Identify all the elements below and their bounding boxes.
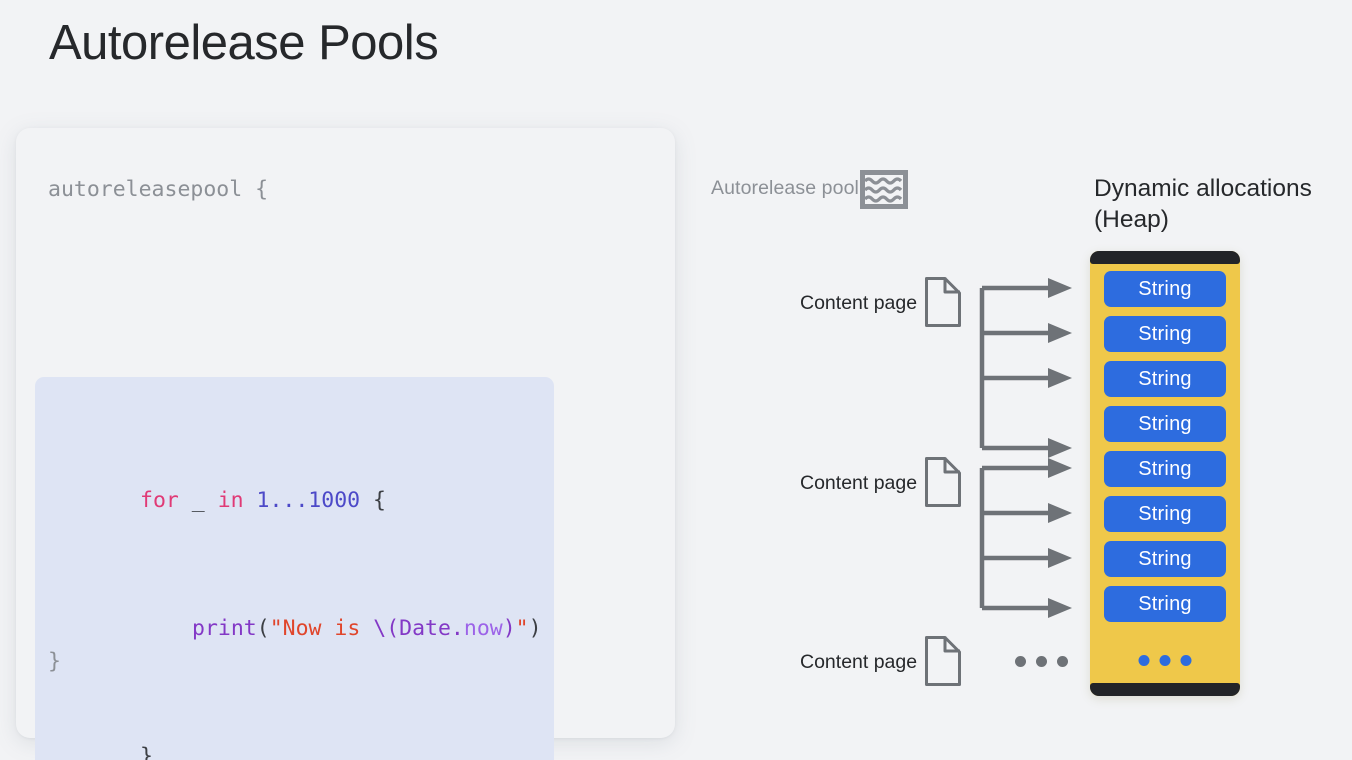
token-paren-close: ) <box>528 616 542 641</box>
heap-chip-string[interactable]: String <box>1104 451 1226 487</box>
ellipsis-dot <box>1036 656 1047 667</box>
token-wildcard: _ <box>178 488 218 513</box>
code-line-for-close: } <box>35 741 554 760</box>
code-line-autoreleasepool-close: } <box>48 649 61 674</box>
heap-chip-string[interactable]: String <box>1104 316 1226 352</box>
ellipsis-dot <box>1015 656 1026 667</box>
token-space-1 <box>244 488 257 513</box>
heap-chip-string[interactable]: String <box>1104 271 1226 307</box>
token-keyword-in: in <box>217 488 244 513</box>
content-page-label-1: Content page <box>800 292 918 314</box>
heap-chip-string[interactable]: String <box>1104 496 1226 532</box>
page-title: Autorelease Pools <box>49 16 439 70</box>
heap-allocations-list: String String String String String Strin… <box>1090 265 1240 631</box>
heap-cap-top <box>1090 251 1240 264</box>
content-page-label-3: Content page <box>800 651 918 673</box>
heap-chip-string[interactable]: String <box>1104 541 1226 577</box>
heap-title-line-2: (Heap) <box>1094 206 1169 234</box>
content-page-label-2: Content page <box>800 472 918 494</box>
heap-dot <box>1138 655 1150 666</box>
document-icon-2 <box>923 456 963 508</box>
allocation-arrows <box>960 255 1100 635</box>
document-icon-1 <box>923 276 963 328</box>
heap-title-line-1: Dynamic allocations <box>1094 175 1312 202</box>
token-string-start: "Now is <box>269 616 374 641</box>
heap-dot <box>1180 655 1192 666</box>
code-line-print: print("Now is \(Date.now)") <box>35 613 554 645</box>
heap-chip-string[interactable]: String <box>1104 406 1226 442</box>
token-print: print <box>192 616 257 641</box>
autorelease-pool-label: Autorelease pool <box>711 177 859 199</box>
ellipsis-dot <box>1057 656 1068 667</box>
token-interp-open: \( <box>373 616 400 641</box>
token-string-end: " <box>515 616 529 641</box>
token-dot: . <box>450 616 464 641</box>
token-type-date: Date <box>399 616 451 641</box>
code-line-for: for _ in 1...1000 { <box>35 485 554 517</box>
pool-waves-icon <box>860 170 908 209</box>
token-keyword-for: for <box>140 488 179 513</box>
heap-title: Dynamic allocations (Heap) <box>1094 173 1346 235</box>
token-paren-open: ( <box>256 616 270 641</box>
token-property-now: now <box>463 616 503 641</box>
code-highlight-block: for _ in 1...1000 { print("Now is \(Date… <box>35 377 554 760</box>
code-body: autoreleasepool { for _ in 1...1000 { pr… <box>16 128 675 760</box>
token-interp-close: ) <box>502 616 516 641</box>
heap-cap-bottom <box>1090 683 1240 696</box>
code-panel: autoreleasepool { for _ in 1...1000 { pr… <box>16 128 675 760</box>
heap-chip-string[interactable]: String <box>1104 586 1226 622</box>
heap-dot <box>1159 655 1171 666</box>
document-icon-3 <box>923 635 963 687</box>
ellipsis-dots-gray <box>1015 656 1068 667</box>
token-close-brace: } <box>140 744 153 760</box>
heap-ellipsis-dots <box>1138 655 1192 666</box>
code-line-autoreleasepool-open: autoreleasepool { <box>48 177 269 202</box>
token-open-brace: { <box>360 488 386 513</box>
token-range-literal: 1...1000 <box>256 488 361 513</box>
heap-chip-string[interactable]: String <box>1104 361 1226 397</box>
heap-container: String String String String String Strin… <box>1090 251 1240 696</box>
